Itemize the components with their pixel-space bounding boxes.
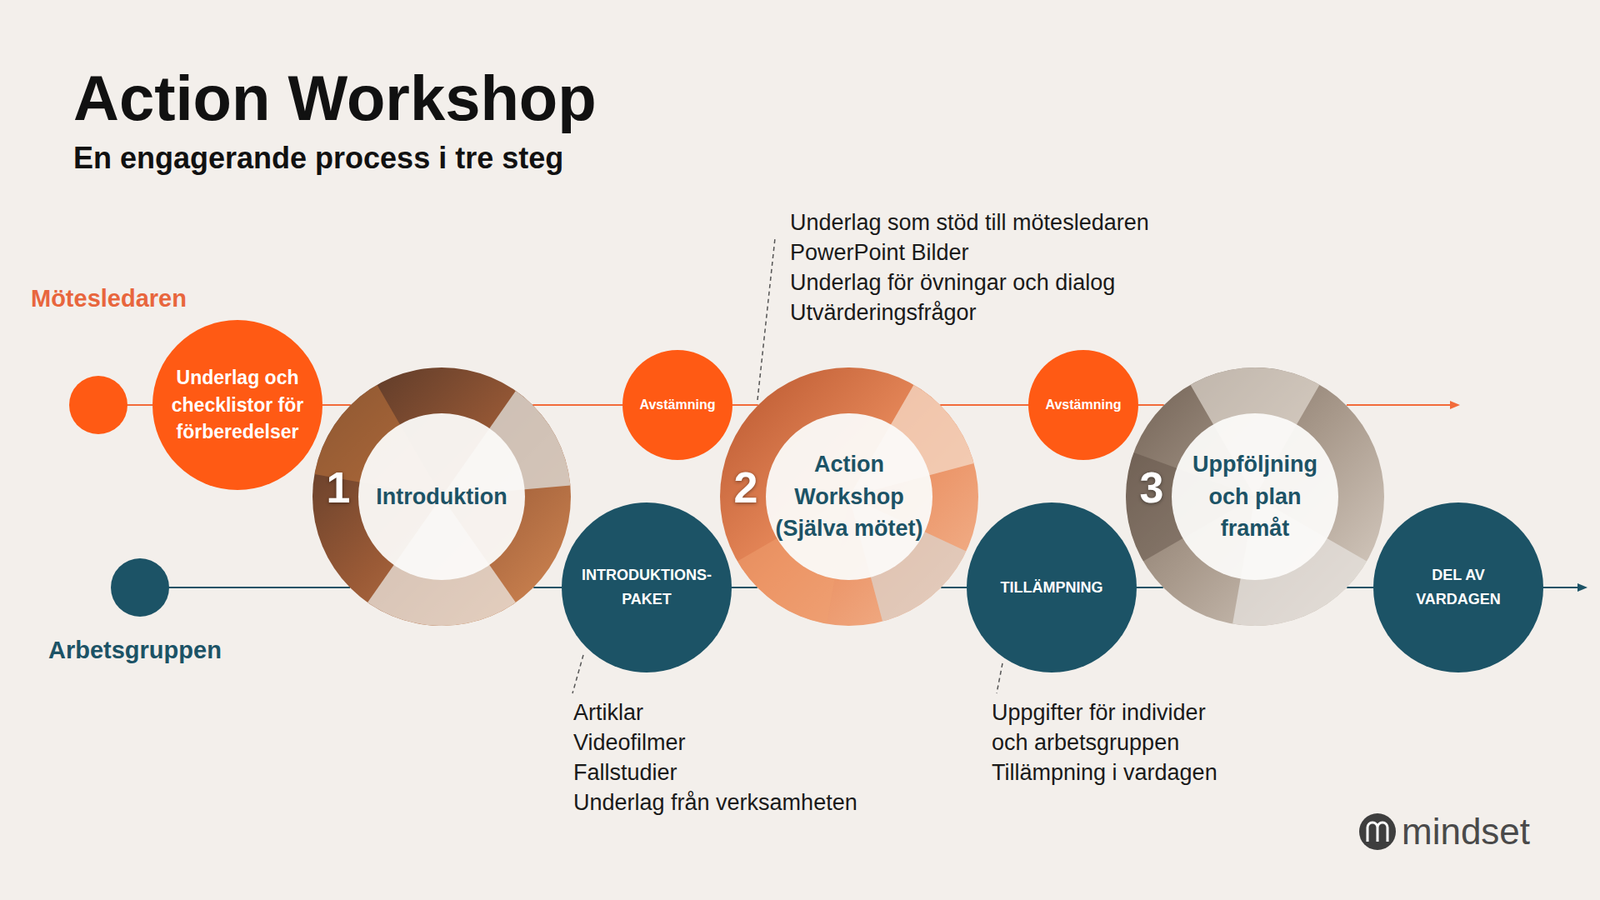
step-number: 1 (321, 460, 355, 515)
photo-segments (314, 385, 570, 626)
circle-text: Avstämning (630, 396, 725, 415)
brand-logo-text: mindset (1401, 808, 1530, 855)
timeline-line (140, 586, 350, 589)
group-circle: TILLÄMPNING (966, 502, 1137, 673)
start-dot (69, 375, 128, 435)
inner-circle (765, 413, 933, 580)
leader-line (996, 663, 1003, 694)
callout-text: PowerPoint Bilder (790, 237, 970, 268)
step-circle: 2Action Workshop (Själva mötet) (720, 367, 979, 626)
inner-circle (358, 413, 525, 580)
timeline-connector (732, 404, 759, 406)
timeline-connector (940, 586, 967, 589)
step-title: Action Workshop (Själva mötet) (770, 448, 929, 545)
diagram-title: Action Workshop (73, 63, 597, 134)
circle-text: Avstämning (1036, 396, 1130, 415)
start-dot (110, 558, 170, 617)
arrow-head (1450, 400, 1460, 410)
step-number: 3 (1135, 460, 1169, 515)
lane-label: Arbetsgruppen (48, 635, 222, 665)
arrow-head (1577, 583, 1588, 592)
step-title: Introduktion (362, 480, 521, 514)
circle-text: TILLÄMPNING (980, 575, 1123, 600)
timeline-connector (322, 404, 351, 406)
leader-line (572, 655, 584, 694)
logo-icon (1359, 813, 1396, 850)
leader-circle: Avstämning (1028, 350, 1139, 460)
step-circle: 1Introduktion (312, 367, 571, 626)
callout-text: Underlag för övningar och dialog (790, 267, 1115, 298)
circle-fill (152, 320, 323, 490)
callout-text: Tillämpning i vardagen (991, 757, 1218, 788)
callout-text: Uppgifter för individer och arbetsgruppe… (991, 697, 1225, 758)
photo-segments (737, 385, 975, 625)
logo-mark (1367, 822, 1388, 842)
timeline-connector (1136, 586, 1164, 589)
callout-text: Underlag från verksamheten (573, 787, 858, 818)
leader-line (757, 238, 775, 400)
circle-fill (1028, 350, 1139, 460)
group-circle: INTRODUKTIONS-PAKET (561, 502, 732, 673)
photo-segments (1125, 367, 1367, 626)
circle-shape (561, 502, 732, 673)
step-title: Uppföljning och plan framåt (1175, 448, 1335, 545)
circle-text: INTRODUKTIONS-PAKET (575, 563, 718, 612)
timeline-connector (533, 586, 562, 589)
leader-circle: Avstämning (622, 350, 733, 460)
step-circle: 3Uppföljning och plan framåt (1125, 367, 1385, 626)
inner-circle (1171, 413, 1339, 580)
step-number: 2 (729, 460, 763, 515)
timeline-connector (940, 404, 1029, 406)
callout-text: Fallstudier (573, 757, 678, 788)
timeline-connector (532, 404, 623, 406)
group-circle: DEL AV VARDAGEN (1373, 502, 1544, 673)
callout-text: Artiklar (573, 697, 644, 728)
circle-fill (622, 350, 733, 460)
timeline-connector (1346, 586, 1374, 589)
circle-text: Underlag och checklistor för förberedels… (165, 364, 310, 447)
callout-text: Underlag som stöd till mötesledaren (790, 207, 1150, 238)
subtitle: En engagerande process i tre steg (73, 140, 564, 176)
timeline-line (1346, 404, 1452, 406)
timeline-connector (1138, 404, 1165, 406)
timeline-connector (731, 586, 758, 589)
circle-fill (1373, 502, 1544, 673)
lane-label: Mötesledaren (30, 283, 187, 314)
callout-text: Utvärderingsfrågor (790, 297, 977, 328)
circle-text: DEL AV VARDAGEN (1395, 563, 1521, 612)
circle-fill (561, 502, 732, 673)
circle-shape (1373, 502, 1544, 673)
callout-text: Videofilmer (573, 727, 686, 758)
leader-circle: Underlag och checklistor för förberedels… (152, 320, 323, 490)
circle-fill (966, 502, 1137, 673)
photo-ring (1125, 367, 1385, 626)
photo-ring (312, 367, 571, 626)
photo-ring (720, 367, 979, 626)
timeline-line (1543, 586, 1580, 589)
